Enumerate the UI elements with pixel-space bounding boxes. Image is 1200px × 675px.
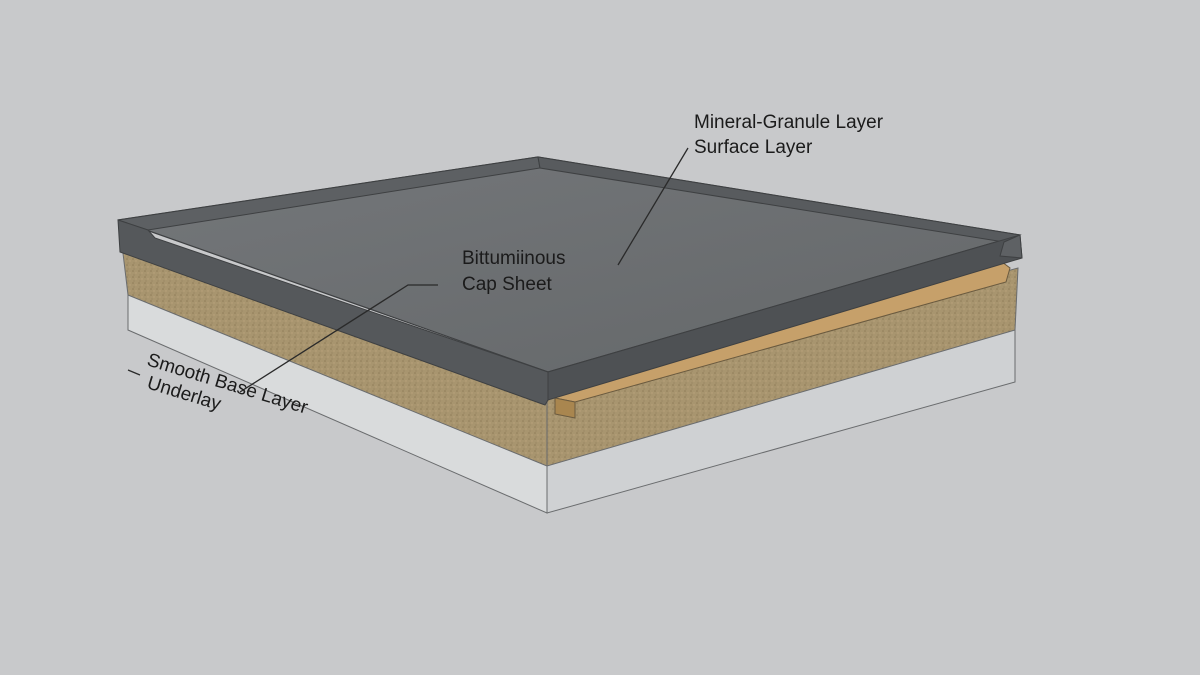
label-mineral-granule-layer: Mineral-Granule Layer [694, 112, 884, 133]
cap-sheet-right-lip [999, 234, 1023, 259]
leader-left [127, 369, 141, 376]
leader-center [239, 284, 438, 393]
label-cap-sheet: Cap Sheet [462, 274, 553, 295]
label-surface-layer: Surface Layer [694, 137, 813, 158]
label-bituminous: Bittumiinous [462, 248, 566, 269]
leader-top-right [617, 147, 689, 266]
strip-layer-lip [554, 397, 576, 419]
